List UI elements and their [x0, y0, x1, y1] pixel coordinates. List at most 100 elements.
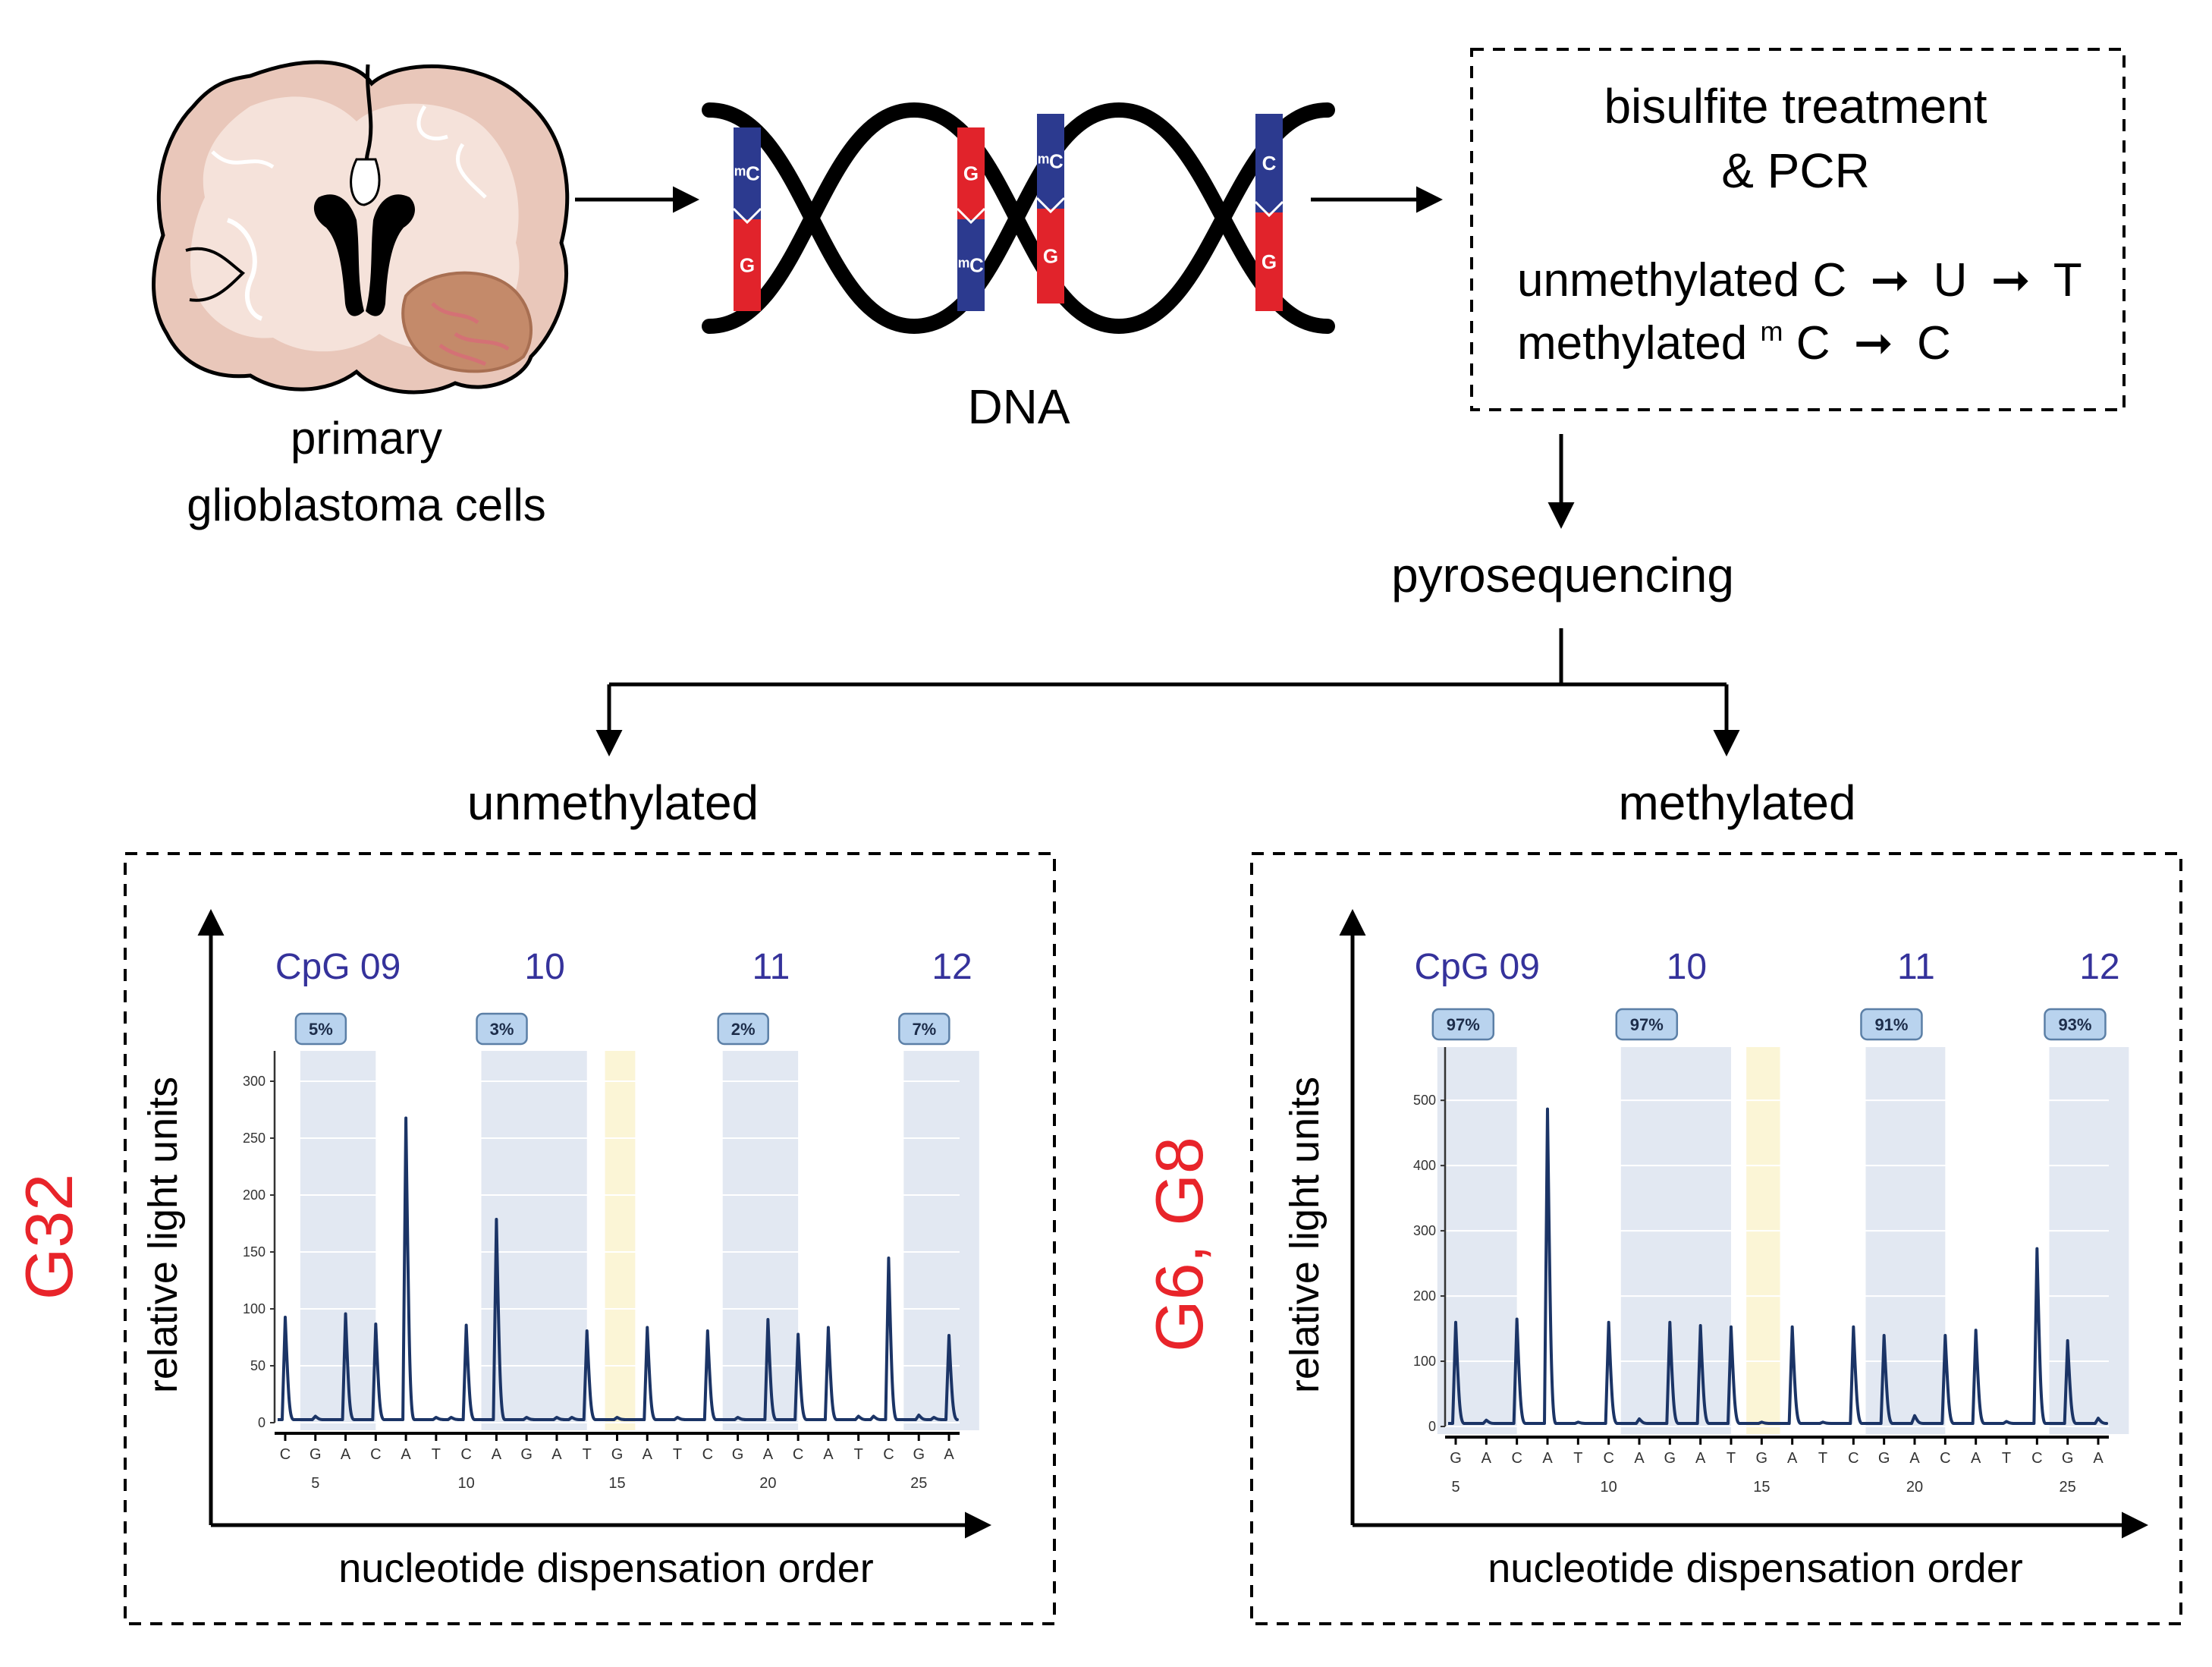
cpg-site-label-2: 11 — [1897, 947, 1935, 987]
base-pair-notch-3 — [1254, 200, 1284, 218]
cpg-band-3 — [903, 1051, 979, 1430]
base-label-3-top: C — [1262, 152, 1277, 175]
nucleotide-label: A — [1481, 1450, 1492, 1467]
base-pair-notch-0 — [732, 207, 762, 225]
y-tick-label: 250 — [243, 1131, 266, 1146]
base-label-0-top: ᵐC — [734, 162, 760, 185]
base-pair-rung-3-top — [1255, 114, 1283, 212]
y-tick-label: 500 — [1413, 1093, 1436, 1108]
pyrogram-trace — [1448, 1107, 2109, 1425]
nucleotide-label: A — [1542, 1450, 1553, 1467]
nucleotide-label: A — [1787, 1450, 1798, 1467]
nucleotide-label: C — [702, 1446, 713, 1463]
x-tick-label: 25 — [910, 1475, 927, 1492]
nucleotide-label: G — [611, 1446, 624, 1463]
nucleotide-label: C — [460, 1446, 471, 1463]
brain-label-line2: glioblastoma cells — [187, 480, 546, 530]
nucleotide-label: G — [309, 1446, 322, 1463]
cpg-site-label-3: 12 — [2079, 947, 2119, 987]
methylated-rule-mid: C — [1796, 317, 1830, 370]
nucleotide-label: T — [1727, 1450, 1736, 1467]
sample-label: G6, G8 — [1142, 1137, 1217, 1352]
rule-arrow-icon: ➞ — [1870, 254, 1909, 307]
x-tick-label: 20 — [759, 1475, 776, 1492]
methylation-percent-badge-3 — [898, 1012, 950, 1046]
methylated-rule-end: C — [1917, 317, 1951, 370]
methylated-rule-sup: m — [1761, 316, 1783, 347]
nucleotide-label: C — [1511, 1450, 1522, 1467]
nucleotide-label: A — [1909, 1450, 1920, 1467]
cpg-band-3 — [2049, 1047, 2129, 1434]
y-tick-label: 300 — [243, 1074, 266, 1089]
base-pair-notch-2 — [1035, 197, 1066, 214]
nucleotide-label: T — [673, 1446, 682, 1463]
y-tick-label: 0 — [1428, 1419, 1436, 1434]
unmethylated-rule-end: T — [2053, 254, 2082, 307]
nucleotide-label: G — [1450, 1450, 1462, 1467]
x-axis-label: nucleotide dispensation order — [338, 1546, 873, 1591]
nucleotide-label: T — [854, 1446, 863, 1463]
rule-arrow-icon: ➞ — [1854, 317, 1893, 370]
base-pair-rung-2-bottom — [1037, 209, 1064, 304]
cpg-band-1 — [1620, 1047, 1731, 1434]
x-axis-label: nucleotide dispensation order — [1488, 1546, 2022, 1591]
nucleotide-label: T — [432, 1446, 441, 1463]
methylation-percent-badge-2 — [1860, 1008, 1923, 1041]
nucleotide-label: A — [1634, 1450, 1645, 1467]
methylation-percent-label-2: 91% — [1874, 1015, 1908, 1034]
nucleotide-label: C — [793, 1446, 803, 1463]
methylated-rule: methylated m C ➞ C — [1517, 299, 1951, 370]
methylation-percent-label-2: 2% — [731, 1020, 756, 1039]
base-pair-rung-2-top — [1037, 114, 1064, 209]
nucleotide-label: T — [2002, 1450, 2011, 1467]
y-tick-label: 400 — [1413, 1158, 1436, 1173]
methylation-percent-label-3: 7% — [912, 1020, 936, 1039]
y-tick-label: 100 — [1413, 1354, 1436, 1369]
base-label-0-bottom: G — [740, 254, 755, 277]
x-tick-label: 10 — [458, 1475, 475, 1492]
nucleotide-label: C — [370, 1446, 381, 1463]
cpg-band-0 — [1437, 1047, 1517, 1434]
nucleotide-label: C — [1848, 1450, 1859, 1467]
cpg-site-label-2: 11 — [753, 947, 790, 987]
y-tick-label: 150 — [243, 1244, 266, 1260]
base-pair-rung-1-bottom — [957, 219, 985, 311]
dna-label: DNA — [967, 379, 1070, 434]
methylated-rule-prefix: methylated — [1517, 317, 1761, 370]
base-label-1-top: G — [963, 162, 979, 185]
nucleotide-label: C — [2031, 1450, 2042, 1467]
bisulfite-title-line1: bisulfite treatment — [1604, 79, 1987, 134]
nucleotide-label: C — [280, 1446, 291, 1463]
cpg-band-2 — [722, 1051, 799, 1430]
x-tick-label: 15 — [608, 1475, 625, 1492]
methylation-percent-label-0: 97% — [1447, 1015, 1480, 1034]
base-label-2-top: ᵐC — [1038, 150, 1064, 173]
methylation-percent-label-0: 5% — [309, 1020, 333, 1039]
methylation-percent-label-1: 97% — [1630, 1015, 1664, 1034]
y-tick-label: 0 — [258, 1415, 266, 1430]
nucleotide-label: A — [823, 1446, 834, 1463]
y-tick-label: 200 — [243, 1187, 266, 1203]
base-label-1-bottom: ᵐC — [958, 254, 984, 277]
methylated-label: methylated — [1618, 775, 1855, 830]
cpg-site-label-3: 12 — [932, 947, 972, 987]
bisulfite-box — [1470, 48, 2126, 411]
cpg-site-label-1: 10 — [1667, 947, 1707, 987]
nucleotide-label: C — [1603, 1450, 1613, 1467]
base-pair-rung-1-top — [957, 127, 985, 219]
x-tick-label: 5 — [1451, 1479, 1459, 1496]
methylation-percent-badge-0 — [294, 1012, 347, 1046]
nucleotide-label: A — [341, 1446, 351, 1463]
cpg-band-0 — [300, 1051, 376, 1430]
nucleotide-label: G — [1664, 1450, 1676, 1467]
cpg-site-label-0: CpG 09 — [275, 947, 401, 987]
control-band — [1746, 1047, 1780, 1434]
y-axis-label: relative light units — [1282, 1077, 1328, 1393]
nucleotide-label: G — [732, 1446, 744, 1463]
unmethylated-label: unmethylated — [467, 775, 759, 830]
methylation-percent-badge-3 — [2044, 1008, 2107, 1041]
y-tick-label: 200 — [1413, 1288, 1436, 1304]
nucleotide-label: T — [583, 1446, 592, 1463]
control-band — [605, 1051, 636, 1430]
